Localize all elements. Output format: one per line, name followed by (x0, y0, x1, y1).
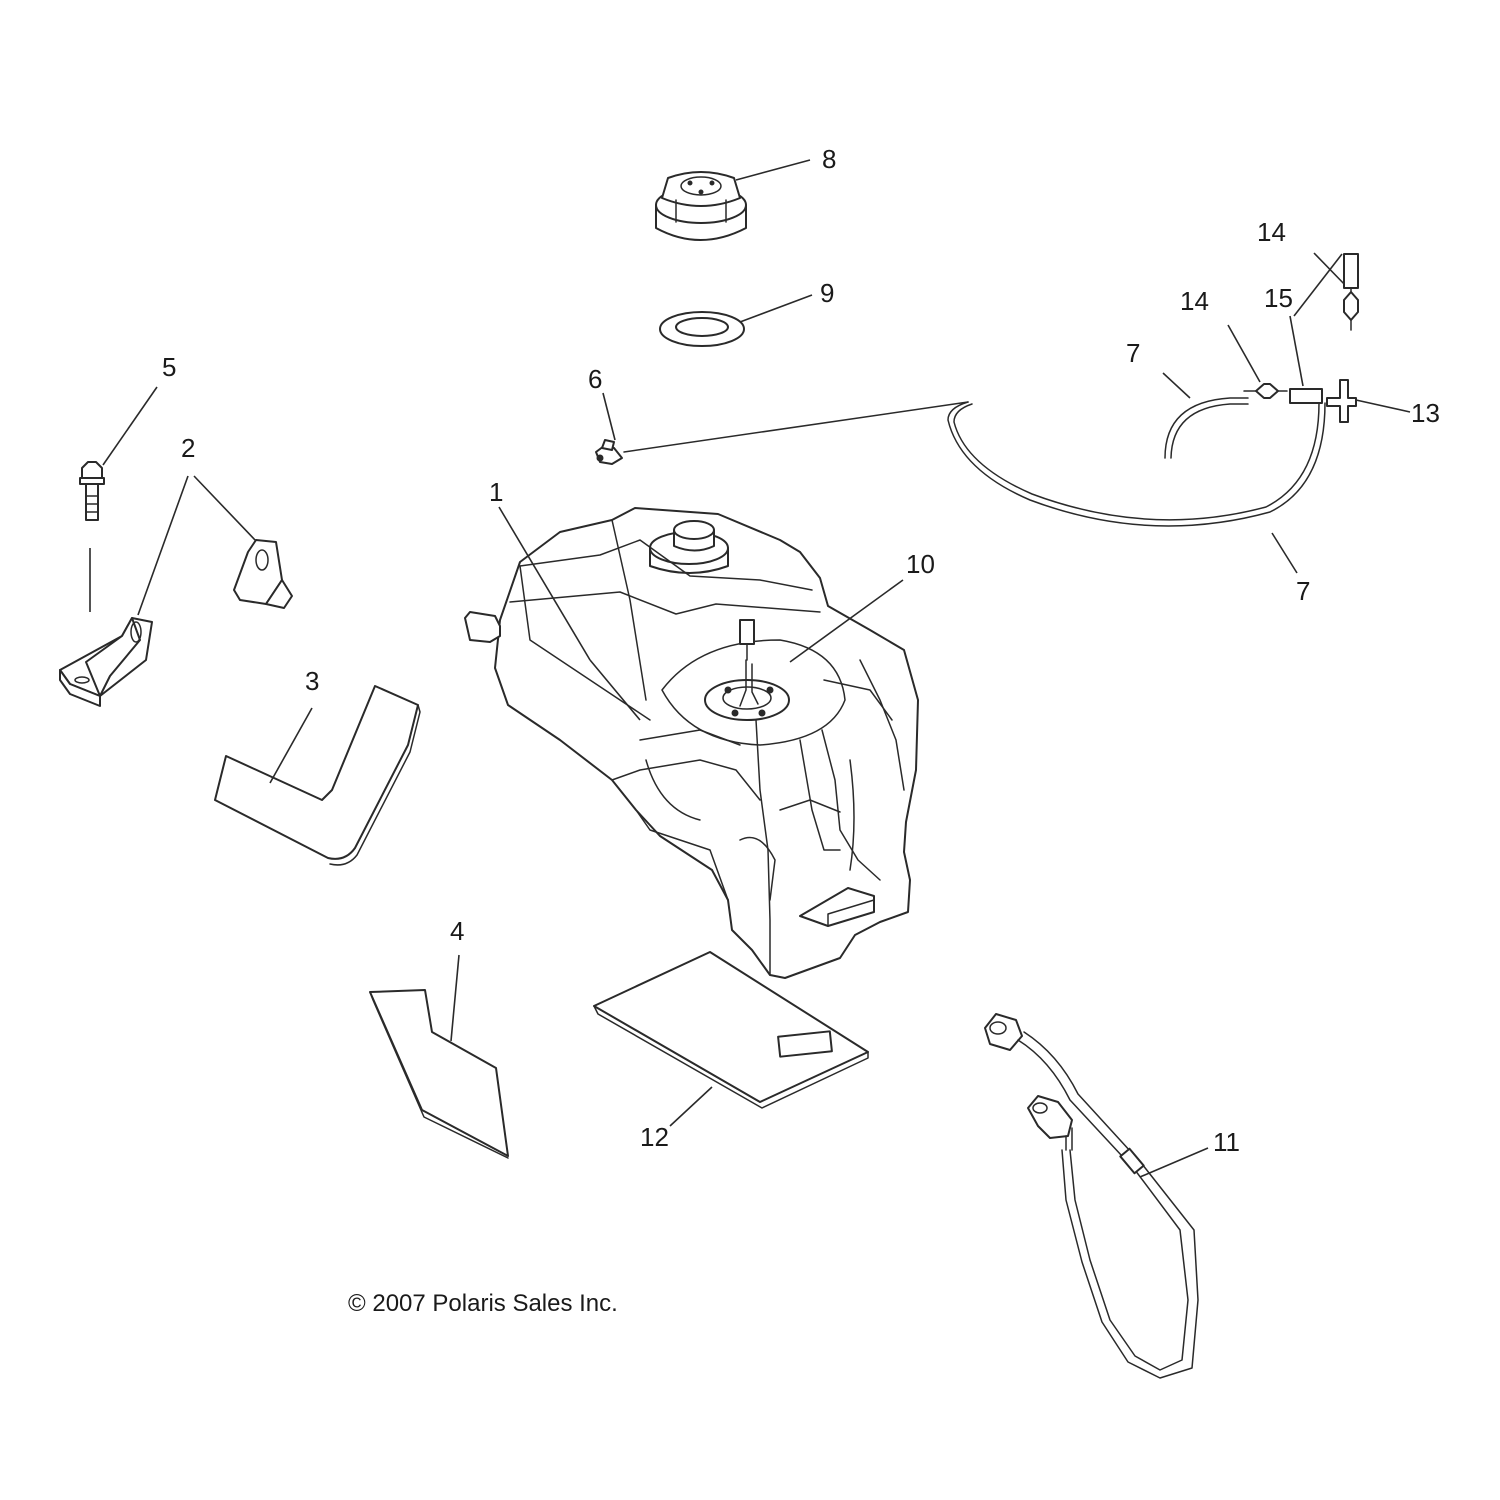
callout-11: 11 (1213, 1127, 1240, 1157)
callout-labels: 1 2 3 4 5 6 7 7 8 9 10 11 12 13 14 14 15 (162, 144, 1440, 1157)
callout-4: 4 (450, 916, 464, 946)
callout-14-left: 14 (1180, 286, 1209, 316)
callout-14-right: 14 (1257, 217, 1286, 247)
check-valve-lower (1227, 324, 1288, 399)
cap-gasket (659, 294, 813, 347)
callout-3: 3 (305, 666, 319, 696)
bolt (79, 386, 158, 612)
flat-pad (369, 954, 509, 1159)
fuel-cap (655, 159, 811, 241)
callout-7-upper: 7 (1126, 338, 1140, 368)
vent-fitting (595, 392, 623, 465)
callout-7-lower: 7 (1296, 576, 1310, 606)
tee-fitting (1326, 379, 1411, 423)
callout-6: 6 (588, 364, 602, 394)
fuel-pump (704, 619, 790, 721)
vent-hose (623, 372, 1326, 574)
callout-13: 13 (1411, 398, 1440, 428)
callout-12: 12 (640, 1122, 669, 1152)
callout-15: 15 (1264, 283, 1293, 313)
fuel-tank (464, 506, 919, 979)
l-pad (214, 685, 421, 866)
callout-8: 8 (822, 144, 836, 174)
short-hoses (1289, 253, 1359, 404)
copyright-notice: © 2007 Polaris Sales Inc. (348, 1290, 618, 1317)
fuel-line (984, 1013, 1209, 1379)
callout-10: 10 (906, 549, 935, 579)
brackets (59, 475, 293, 707)
callout-5: 5 (162, 352, 176, 382)
pump-leader (789, 579, 904, 663)
check-valve-upper (1313, 252, 1359, 331)
bottom-pad (593, 951, 869, 1127)
callout-1: 1 (489, 477, 503, 507)
callout-9: 9 (820, 278, 834, 308)
callout-2: 2 (181, 433, 195, 463)
